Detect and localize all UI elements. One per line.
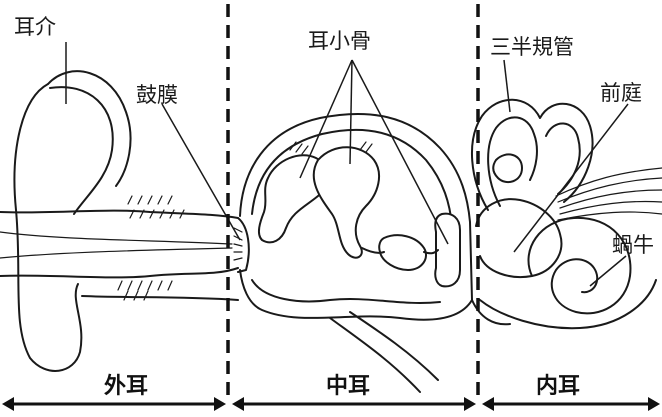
semicircular-canals-label: 三半規管 [490, 35, 574, 59]
vestibule-label: 前庭 [600, 81, 642, 105]
ear-canal-lower-wall [0, 267, 239, 279]
middle-ear-structures [233, 112, 473, 393]
canal-hair-upper [127, 195, 185, 219]
cavity-floor [251, 279, 441, 304]
semicircular-canal-inner [487, 116, 581, 207]
middle-ear-label-bg [318, 371, 378, 399]
middle-ear-arrow-right [464, 397, 476, 411]
pinna-rim [47, 70, 132, 187]
cochlea-spiral [527, 216, 632, 315]
semicircular-canals-leader [503, 59, 511, 113]
ossicle-links [361, 247, 439, 255]
pinna-shape [13, 83, 83, 372]
cochlea-leader [589, 255, 627, 287]
malleus [257, 154, 329, 244]
vestibule-body [475, 198, 563, 278]
eardrum-shape [237, 217, 250, 273]
inner-ear-structures [471, 98, 662, 330]
canal-hair-lower [117, 280, 173, 301]
region-dividers [226, 4, 480, 398]
anatomy-labels: 耳介 鼓膜 耳小骨 三半規管 前庭 蝸牛 [14, 15, 654, 257]
vestibule-leader [513, 103, 629, 253]
inner-ear-arrow-right [648, 397, 660, 411]
eustachian-tube [329, 311, 439, 393]
outer-ear-arrow-left [2, 397, 14, 411]
vestibular-nerve [555, 167, 662, 221]
outer-ear-label-bg [96, 371, 156, 399]
region-labels: 外耳 中耳 内耳 [96, 371, 588, 399]
pinna-inner-fold [49, 86, 114, 215]
outer-ear-structures [0, 70, 239, 372]
ear-canal-taper [0, 231, 233, 259]
ossicles-leader-1 [299, 59, 353, 179]
lower-skin-line [81, 295, 239, 301]
cochlea-label: 蝸牛 [612, 233, 654, 257]
pinna-label: 耳介 [14, 15, 56, 39]
middle-ear-label: 中耳 [326, 374, 370, 399]
ossicles-leader-3 [351, 59, 449, 245]
middle-ear-arrow-left [232, 397, 244, 411]
incus [312, 146, 381, 259]
semicircular-canal-outer [471, 98, 594, 211]
inner-ear-label-bg [528, 371, 588, 399]
stapes [378, 234, 427, 271]
inner-ear-arrow-left [482, 397, 494, 411]
ossicle-ligament-marks [289, 141, 373, 155]
region-ranges [2, 397, 660, 411]
inner-ear-label: 内耳 [536, 374, 580, 399]
leader-lines [65, 42, 629, 287]
ossicles-label: 耳小骨 [308, 29, 371, 53]
ossicles-leader-2 [349, 59, 353, 165]
tympanic-cavity-outer [239, 112, 473, 321]
outer-ear-label: 外耳 [104, 373, 148, 399]
outer-ear-arrow-right [214, 397, 226, 411]
eardrum-label: 鼓膜 [136, 83, 178, 107]
round-window [471, 299, 511, 326]
cochlea-outer-wall [479, 279, 657, 330]
ear-canal-upper-wall [0, 209, 239, 219]
semicircular-ampulla [492, 153, 523, 184]
tympanic-cavity-inner [251, 128, 453, 227]
